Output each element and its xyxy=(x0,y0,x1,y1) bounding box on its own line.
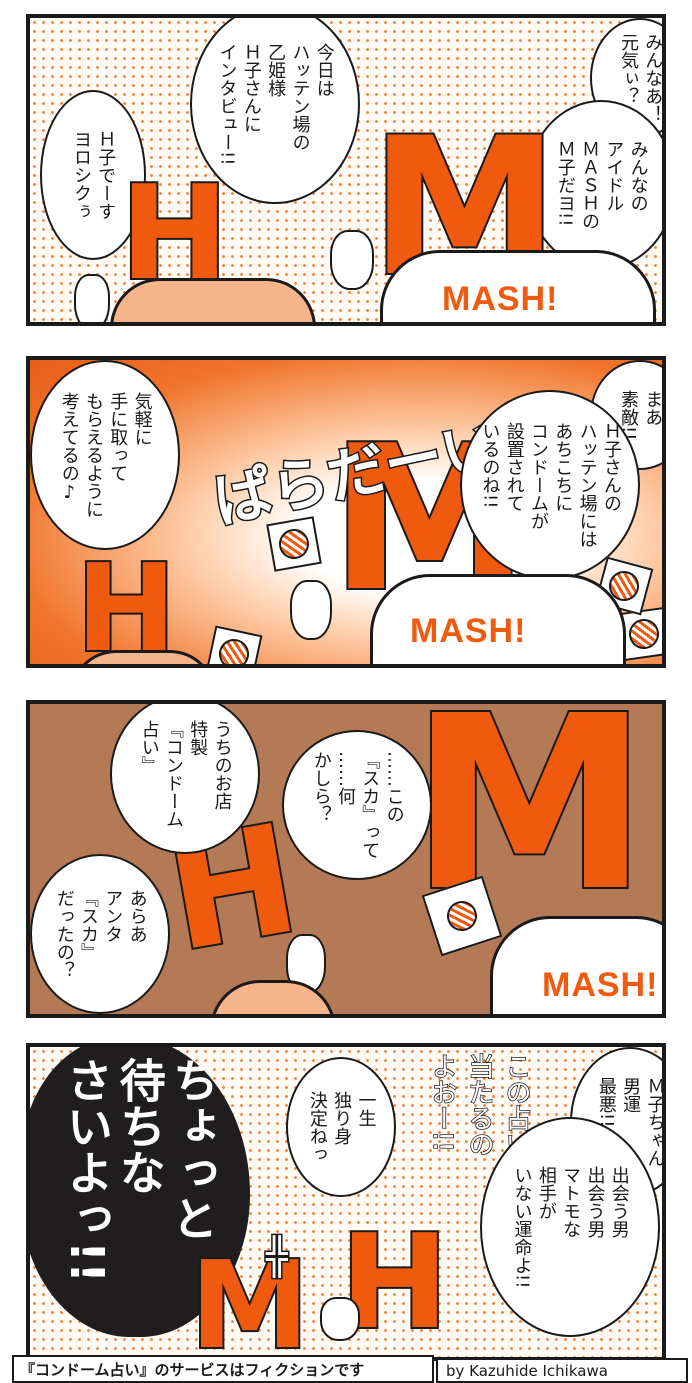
h-hand xyxy=(74,274,110,322)
speech-text: まあ 素敵!! xyxy=(618,389,664,441)
comic-panel-4: ちょっと 待ちな さいよっ!! この占い 当たるの よおー!! 一生 独り身 決… xyxy=(26,1043,666,1361)
speech-bubble-m-condoms: Ｈ子さんの ハッテン場には あちこちに コンドームが 設置されて いるのね!! xyxy=(460,390,640,580)
speech-bubble-single: 一生 独り身 決定ねっ xyxy=(286,1057,396,1197)
shirt-logo: MASH! xyxy=(442,280,559,318)
speech-text: みんなの アイドル ＭＡＳＨの Ｍ子だヨ!! xyxy=(554,140,649,230)
letter-m-head: M xyxy=(188,1237,311,1361)
shout-text: ちょっと 待ちな さいよっ!! xyxy=(59,1057,220,1283)
speech-text: ……この 『スカ』って ……何 かしら？ xyxy=(310,751,405,859)
shout-background xyxy=(30,1047,250,1337)
handwritten-fortune-text: この占い 当たるの よおー!! xyxy=(426,1052,532,1158)
shirt-logo: MASH! xyxy=(410,612,527,650)
condom-pack xyxy=(266,516,322,572)
m-shirt xyxy=(490,916,662,1014)
speech-bubble-h-casual: 気軽に 手に取って もらえるように 考えてるの♪ xyxy=(30,360,180,550)
disclaimer-caption: 『コンドーム占い』のサービスはフィクションです xyxy=(12,1355,434,1383)
speech-text: Ｈ子さんの ハッテン場には あちこちに コンドームが 設置されて いるのね!! xyxy=(479,422,622,548)
speech-text: Ｈ子でーす ヨロシクぅ xyxy=(71,130,117,220)
letter-h-head: H xyxy=(74,540,178,668)
speech-bubble-interview: 今日は ハッテン場の 乙姫様 Ｈ子さんに インタビュー!! xyxy=(190,18,360,204)
comic-panel-1: みんなあ！ 元気ぃ？ みんなの アイドル ＭＡＳＨの Ｍ子だヨ!! 今日は ハッ… xyxy=(26,14,666,326)
anger-mark: ╬ xyxy=(265,1236,290,1280)
shirt-logo: MASH! xyxy=(542,966,659,1004)
speech-text: あらあ アンタ 『スカ』 だったの？ xyxy=(53,889,148,979)
speech-bubble-h-greeting: Ｈ子でーす ヨロシクぅ xyxy=(40,90,146,260)
comic-panel-2: M H ぱらだーいス まあ 素敵!! Ｈ子さんの ハッテン場には あちこちに コ… xyxy=(26,356,666,668)
m-hand xyxy=(330,230,374,290)
letter-h-head: H xyxy=(118,157,231,309)
speech-text: 出会う男 出会う男 マトモな 相手が いない運命よ!! xyxy=(511,1165,630,1289)
m-hand xyxy=(320,1297,360,1341)
speech-bubble-h-answer: あらあ アンタ 『スカ』 だったの？ xyxy=(30,854,170,1014)
m-hand xyxy=(290,580,332,640)
speech-bubble-bad-luck: 出会う男 出会う男 マトモな 相手が いない運命よ!! xyxy=(480,1117,660,1337)
author-credit: by Kazuhide Ichikawa xyxy=(436,1358,688,1383)
h-jacket xyxy=(110,278,316,322)
speech-text: うちのお店 特製 『コンドーム 占い』 xyxy=(138,720,233,828)
comic-panel-3: M H うちのお店 特製 『コンドーム 占い』 ……この 『スカ』って ……何 … xyxy=(26,700,666,1018)
speech-bubble-h-special: うちのお店 特製 『コンドーム 占い』 xyxy=(110,704,260,854)
speech-bubble-m-intro: みんなの アイドル ＭＡＳＨの Ｍ子だヨ!! xyxy=(526,100,662,270)
speech-text: Ｍ子ちゃん 男運 最悪!! xyxy=(595,1077,666,1167)
speech-text: 一生 独り身 決定ねっ xyxy=(306,1091,377,1163)
speech-bubble-m-question: ……この 『スカ』って ……何 かしら？ xyxy=(282,730,432,880)
m-shirt xyxy=(370,574,626,664)
speech-text: みんなあ！ 元気ぃ？ xyxy=(618,33,664,123)
speech-text: 気軽に 手に取って もらえるように 考えてるの♪ xyxy=(58,392,153,518)
speech-text: 今日は ハッテン場の 乙姫様 Ｈ子さんに インタビュー!! xyxy=(216,42,335,166)
